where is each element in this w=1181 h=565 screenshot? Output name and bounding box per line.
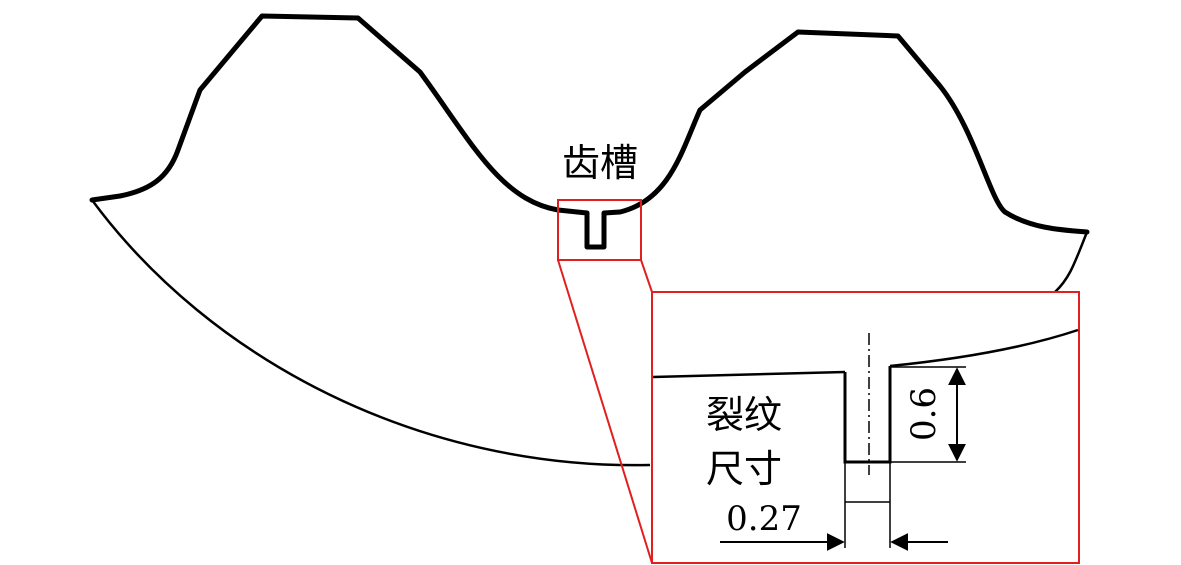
depth-value-label: 0.6 — [904, 387, 944, 441]
connector-line-right — [640, 259, 653, 293]
groove-label: 齿槽 — [562, 141, 638, 185]
gear-body-arc-right — [1054, 231, 1089, 293]
connector-line-left — [557, 259, 653, 564]
crack-size-label-line1: 裂纹 — [706, 393, 782, 437]
width-value-label: 0.27 — [726, 499, 802, 539]
gear-tooth-profile — [89, 13, 1090, 250]
magnified-surface-left — [652, 370, 846, 379]
crack-size-label-line2: 尺寸 — [706, 447, 782, 491]
gear-body-arc — [90, 199, 651, 467]
magnified-panel — [651, 291, 1080, 564]
highlight-box — [557, 199, 642, 261]
magnified-surface-right — [889, 328, 1079, 368]
magnified-crack — [843, 366, 892, 464]
